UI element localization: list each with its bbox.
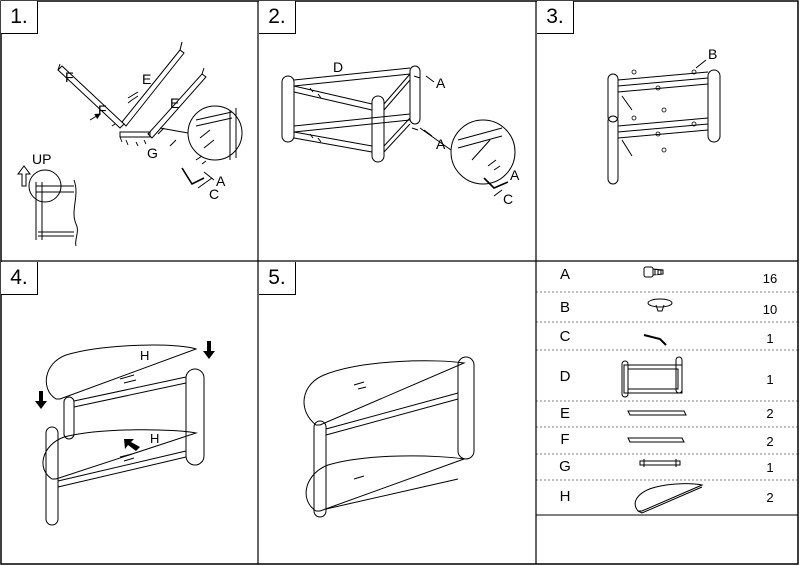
long-bar-icon — [627, 410, 687, 416]
part-label-C: C — [209, 186, 220, 202]
part-key: F — [560, 431, 570, 448]
part-key: H — [559, 488, 571, 505]
part-key: C — [559, 328, 571, 345]
part-qty: 1 — [766, 331, 774, 346]
part-qty: 1 — [766, 460, 774, 475]
part-label-F: F — [65, 69, 74, 85]
part-qty: 2 — [766, 406, 774, 421]
part-qty: 10 — [762, 302, 778, 317]
part-label-E: E — [142, 71, 152, 87]
step-number: 4. — [1, 262, 38, 295]
step-2-illustration — [281, 65, 516, 197]
step-number: 2. — [259, 1, 296, 34]
part-key: A — [559, 266, 570, 283]
part-key: B — [559, 299, 570, 316]
parts-icons — [621, 266, 704, 514]
step-5-illustration — [303, 356, 475, 518]
part-label-B: B — [708, 46, 718, 62]
part-key: G — [559, 458, 571, 475]
step-number: 5. — [259, 262, 296, 295]
frame-icon — [621, 356, 683, 398]
part-qty: 2 — [766, 490, 774, 505]
part-label-A: A — [436, 136, 446, 152]
part-qty: 1 — [766, 372, 774, 387]
step-4-illustration — [35, 341, 215, 526]
step-3-illustration — [607, 59, 721, 185]
part-label-F: F — [98, 102, 107, 118]
part-label-H: H — [140, 348, 150, 363]
part-label-A: A — [510, 167, 520, 183]
allen-key-icon — [643, 334, 667, 346]
part-qty: 16 — [762, 271, 778, 286]
part-label-D: D — [333, 59, 344, 75]
step-1-illustration — [17, 41, 243, 247]
part-label-H: H — [150, 431, 160, 446]
long-bar-icon — [627, 437, 685, 443]
part-label-A: A — [436, 75, 446, 91]
part-label-A: A — [216, 173, 226, 189]
step-number: 1. — [1, 1, 38, 34]
step-number: 3. — [537, 1, 574, 34]
part-qty: 2 — [766, 434, 774, 449]
suction-cup-icon — [647, 298, 673, 312]
up-label: UP — [32, 151, 52, 167]
screw-icon — [643, 266, 664, 278]
part-label-E: E — [170, 95, 180, 111]
part-key: E — [559, 405, 570, 422]
part-label-G: G — [147, 145, 158, 161]
glass-shelf-icon — [634, 483, 704, 514]
part-label-C: C — [503, 191, 514, 207]
part-key: D — [559, 368, 571, 385]
short-bar-icon — [639, 459, 681, 467]
